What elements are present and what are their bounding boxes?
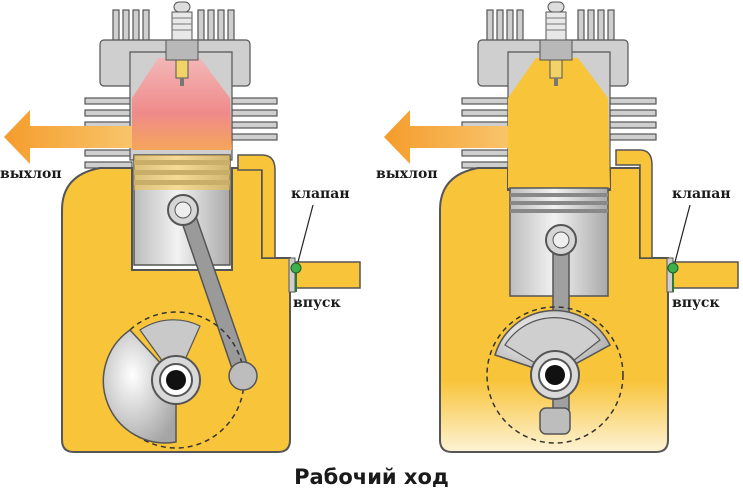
- engine-left: выхлоп клапан впуск: [0, 1, 361, 453]
- combustion-chamber: [132, 58, 232, 150]
- exhaust-arrow: [384, 110, 508, 164]
- valve-label-right: клапан: [672, 186, 731, 202]
- intake-label-left: впуск: [293, 295, 341, 311]
- diagram-caption: Рабочий ход: [294, 465, 449, 489]
- exhaust-label-left: выхлоп: [0, 166, 62, 182]
- intake-label-right: впуск: [672, 295, 720, 311]
- connecting-rod: [167, 194, 251, 382]
- valve-icon: [290, 204, 314, 292]
- engine-right: выхлоп клапан впуск: [376, 1, 739, 453]
- valve-icon: [667, 204, 691, 292]
- crankshaft: [486, 306, 624, 444]
- transfer-channel: [615, 149, 653, 259]
- exhaust-arrow: [4, 110, 132, 164]
- intake-port: [666, 257, 739, 293]
- transfer-channel: [237, 154, 276, 259]
- combustion-chamber: [508, 58, 610, 188]
- valve-label-left: клапан: [291, 186, 350, 202]
- intake-port: [288, 257, 361, 293]
- spark-plug-icon: [539, 1, 573, 86]
- exhaust-label-right: выхлоп: [376, 166, 438, 182]
- crankshaft: [102, 311, 258, 449]
- spark-plug-icon: [165, 1, 199, 86]
